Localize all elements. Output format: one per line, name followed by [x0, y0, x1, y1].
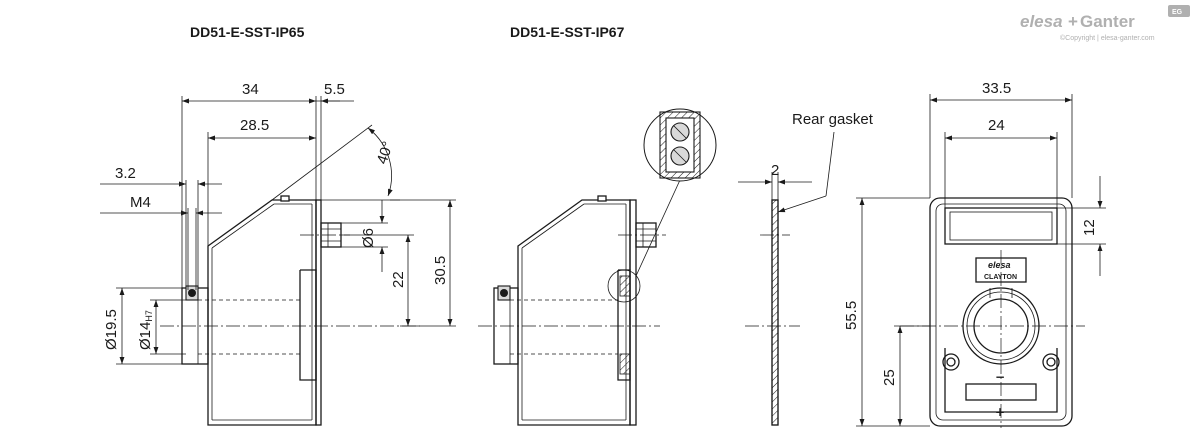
dim-24: 24	[988, 117, 1005, 134]
label-plate-model: CLAYTON	[984, 274, 1017, 281]
dim-25: 25	[881, 369, 898, 386]
dim-5-5: 5.5	[324, 81, 345, 98]
title-ip65: DD51-E-SST-IP65	[190, 24, 305, 40]
brand-logo-plus: +	[1068, 12, 1078, 31]
detail-seal-inset	[643, 108, 717, 182]
dim-m4: M4	[130, 194, 151, 211]
dim-12: 12	[1081, 219, 1098, 236]
button-plus[interactable]: +	[995, 405, 1005, 419]
dim-30-5: 30.5	[432, 256, 449, 285]
dim-33-5: 33.5	[982, 80, 1011, 97]
dim-d14: Ø14H7	[137, 310, 154, 350]
dim-d14-tolerance: H7	[144, 310, 154, 322]
view-front: elesa CLAYTON − +	[900, 197, 1085, 428]
dim-3-2: 3.2	[115, 165, 136, 182]
dim-22: 22	[390, 271, 407, 288]
label-rear-gasket: Rear gasket	[792, 111, 874, 128]
title-ip67: DD51-E-SST-IP67	[510, 24, 625, 40]
view-ip65-side	[160, 195, 420, 426]
view-ip67-side	[478, 179, 681, 426]
brand-logo: elesa + Ganter EG ©Copyright | elesa-gan…	[1020, 5, 1190, 42]
brand-copyright: ©Copyright | elesa-ganter.com	[1060, 34, 1155, 42]
dims-gasket: 2 Rear gasket	[738, 111, 874, 213]
button-minus[interactable]: −	[995, 370, 1005, 384]
dim-40deg: 40°	[374, 139, 397, 166]
dim-d19-5: Ø19.5	[103, 309, 120, 350]
dim-2: 2	[771, 162, 779, 179]
view-gasket-side	[745, 199, 800, 426]
dim-28-5: 28.5	[240, 117, 269, 134]
dim-d6: Ø6	[360, 228, 377, 248]
dims-front: 33.5 24 12 55.5 25	[843, 80, 1106, 427]
brand-badge-text: EG	[1172, 9, 1183, 16]
dims-ip65: 34 5.5 28.5 40° 3.2 M4 Ø6 2	[100, 81, 456, 365]
brand-logo-ganter: Ganter	[1080, 12, 1135, 31]
brand-badge	[1168, 5, 1190, 17]
dim-55-5: 55.5	[843, 301, 860, 330]
label-plate-brand: elesa	[988, 260, 1011, 270]
brand-logo-elesa: elesa	[1020, 12, 1063, 31]
dim-34: 34	[242, 81, 259, 98]
